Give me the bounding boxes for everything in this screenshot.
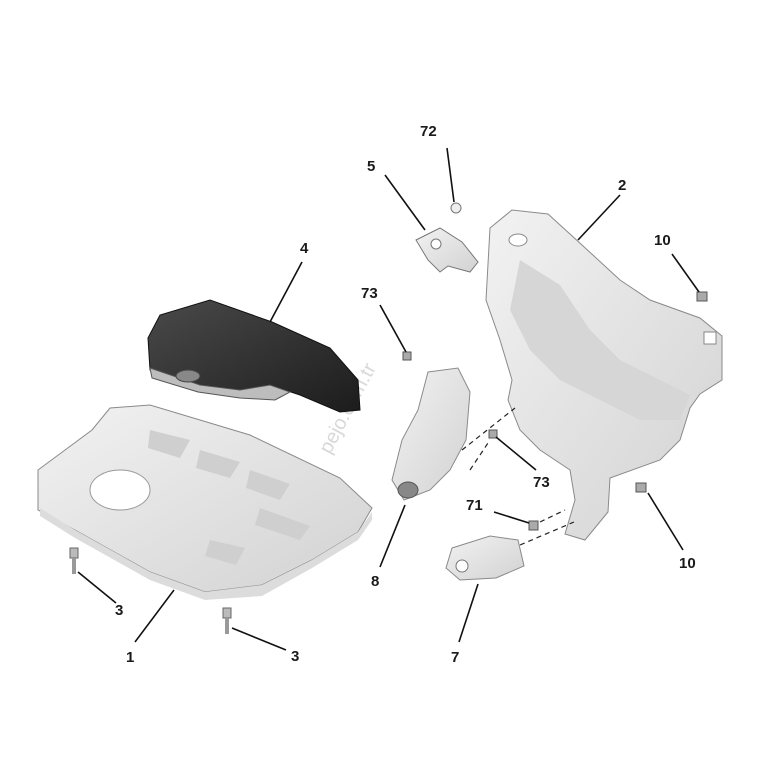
nut-10-lower [635,482,647,493]
callout-3-left: 3 [115,602,123,619]
bolt-73-lower [488,429,498,439]
callout-10-upper: 10 [654,232,671,249]
fastener-71 [528,520,539,531]
callout-71: 71 [466,497,483,514]
nut-10-upper [696,291,708,302]
callout-8: 8 [371,573,379,590]
bracket-5 [415,227,479,273]
heat-shield [485,209,723,541]
callout-5: 5 [367,158,375,175]
insulation-pad [147,299,361,413]
callout-72: 72 [420,123,437,140]
leader-lines [77,147,700,651]
callout-1: 1 [126,649,134,666]
callout-3-right: 3 [291,648,299,665]
callout-73-upper: 73 [361,285,378,302]
callout-7: 7 [451,649,459,666]
bracket-8 [391,367,471,501]
bolt-3-right [222,607,232,634]
fastener-72 [450,202,462,214]
callout-73-lower: 73 [533,474,550,491]
bolt-73-upper [402,351,412,361]
assembly-lines [461,407,575,546]
callout-2: 2 [618,177,626,194]
callout-4: 4 [300,240,309,257]
bolt-3-left [69,547,79,574]
engine-cover-plate [37,404,373,600]
callout-10-lower: 10 [679,555,696,572]
cover-opening [89,469,151,511]
bracket-7 [445,535,525,581]
